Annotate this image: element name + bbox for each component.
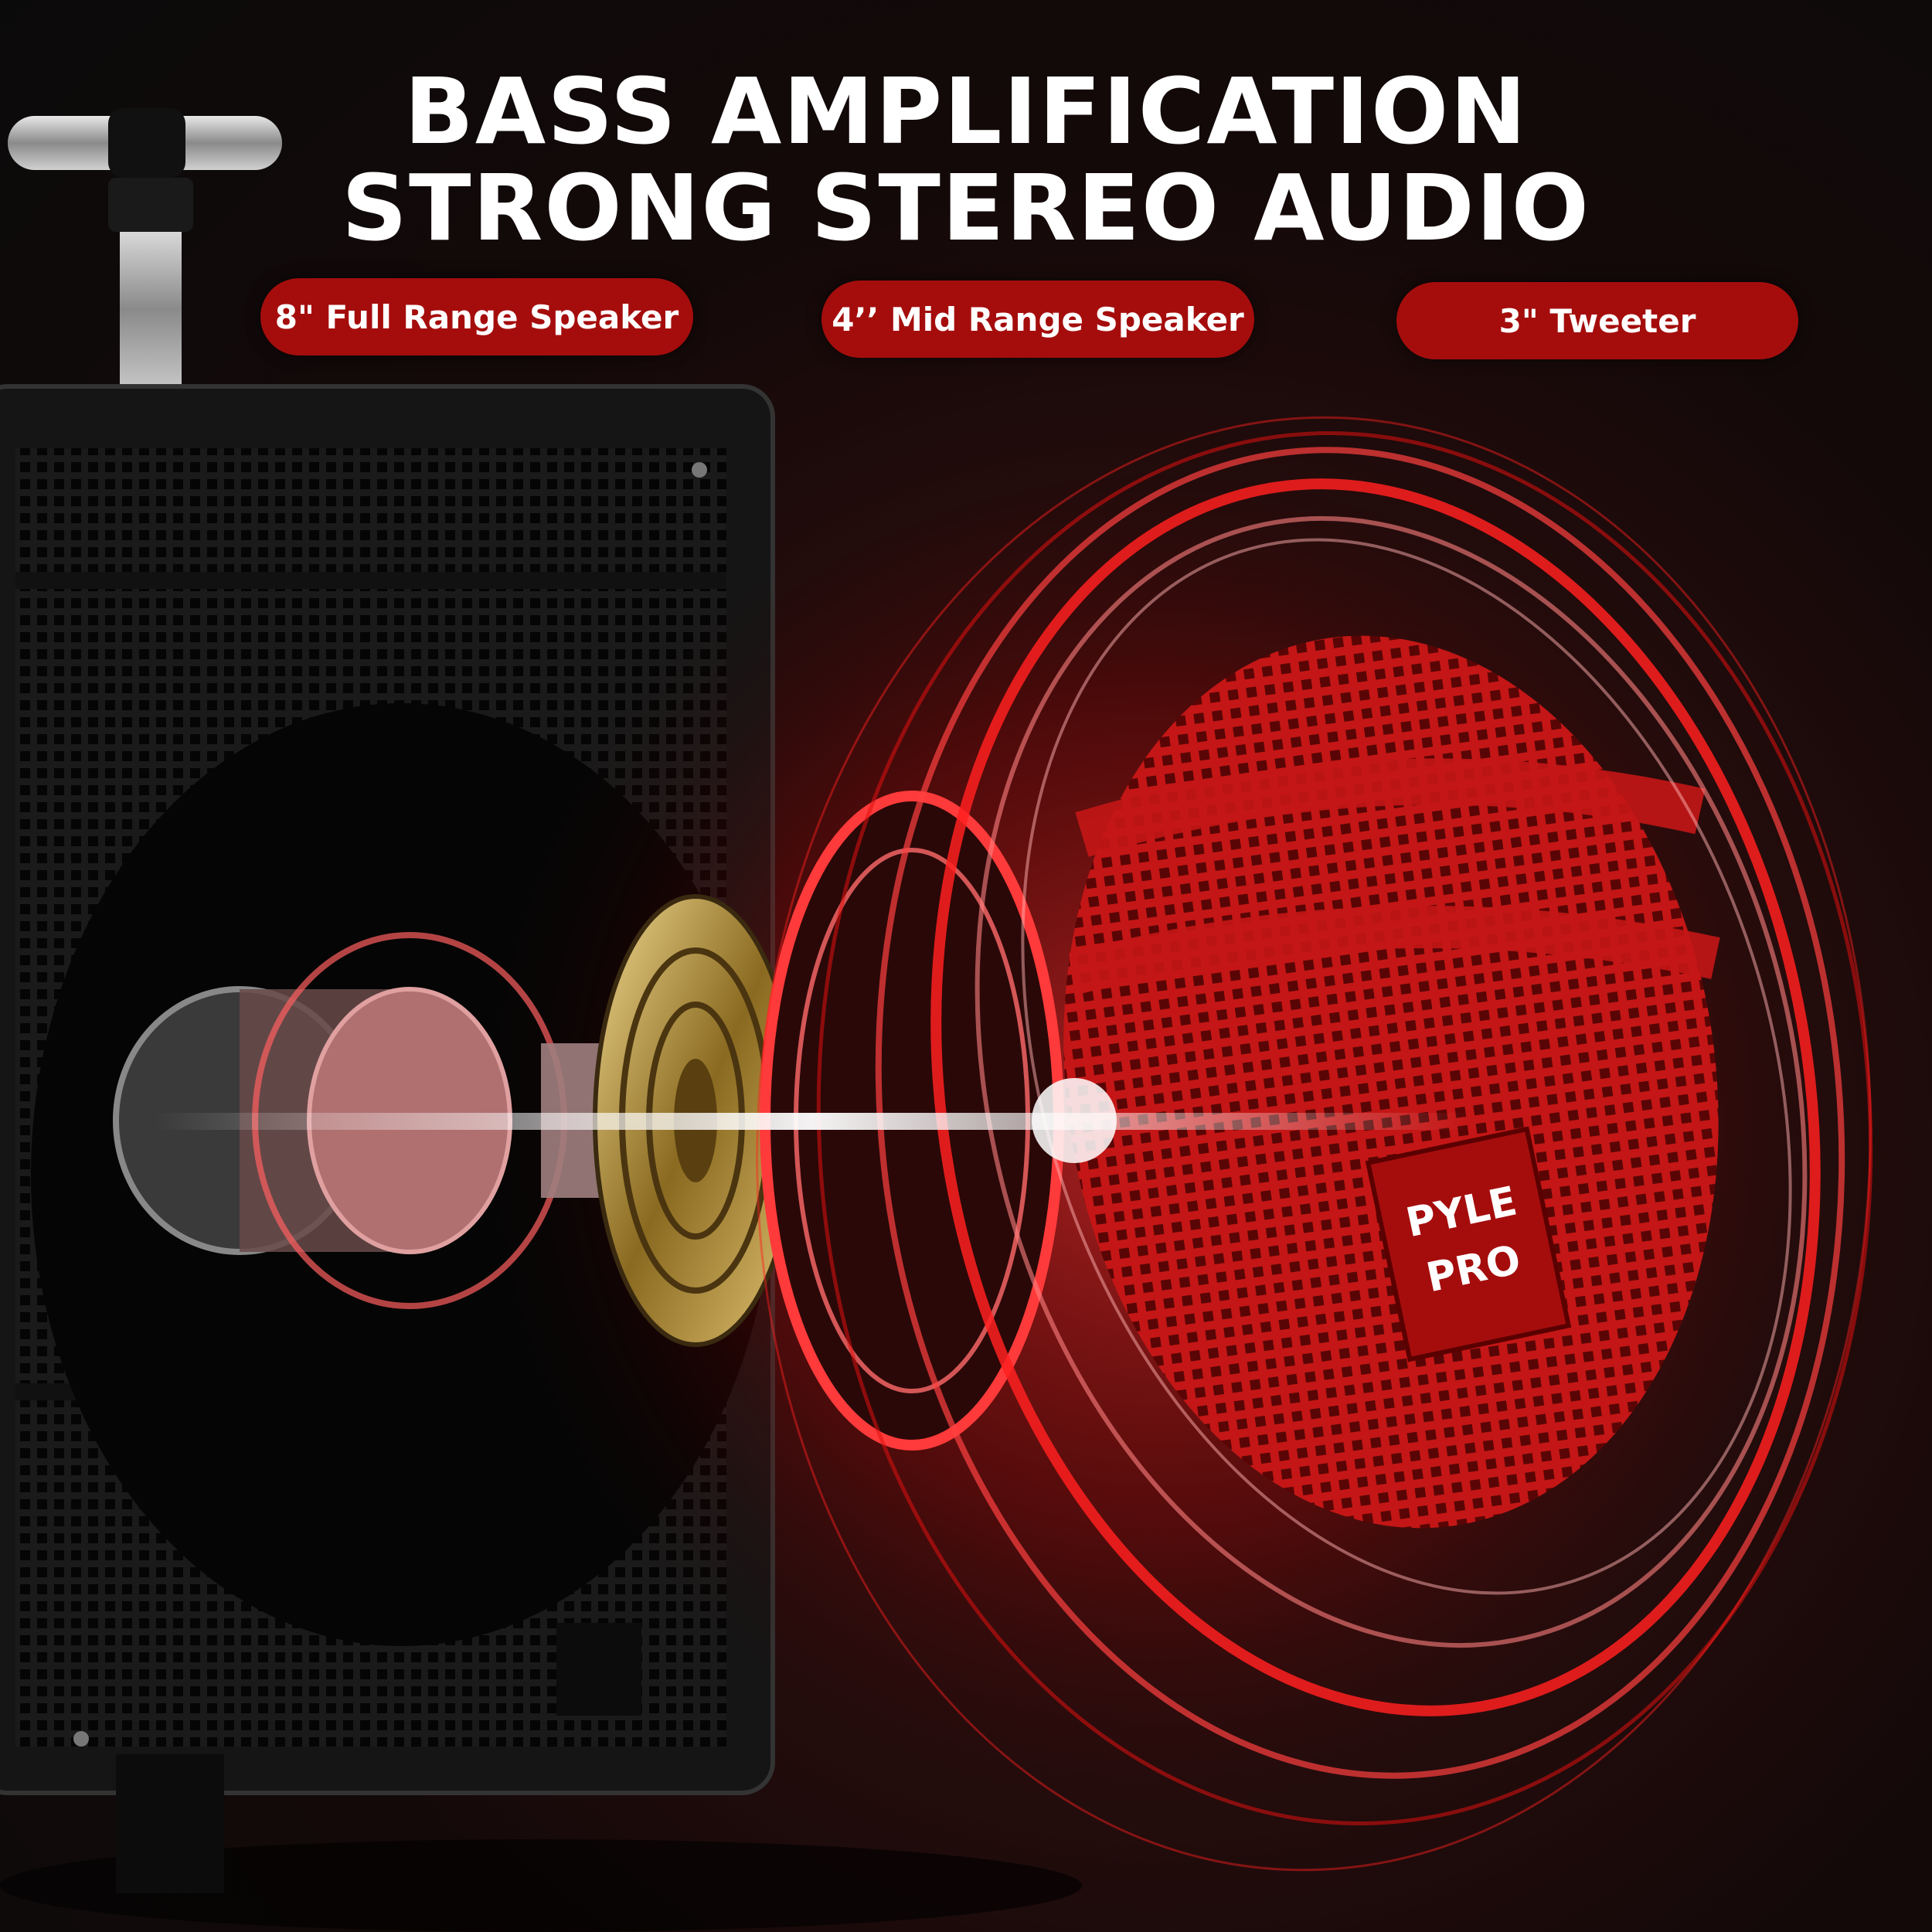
trolley-handle xyxy=(8,108,282,402)
label-mid-range-speaker: 4’’ Mid Range Speaker xyxy=(821,281,1254,358)
label-tweeter: 3" Tweeter xyxy=(1396,282,1798,359)
label-full-range-speaker: 8" Full Range Speaker xyxy=(260,278,693,355)
headline-line-1: BASS AMPLIFICATION xyxy=(403,58,1529,165)
light-flare xyxy=(155,1113,1468,1130)
headline-line-2: STRONG STEREO AUDIO xyxy=(342,155,1590,261)
brand-badge: PYLE PRO xyxy=(1365,1126,1572,1362)
sound-waves xyxy=(756,416,1873,1872)
floor-shadow xyxy=(0,1839,1082,1932)
